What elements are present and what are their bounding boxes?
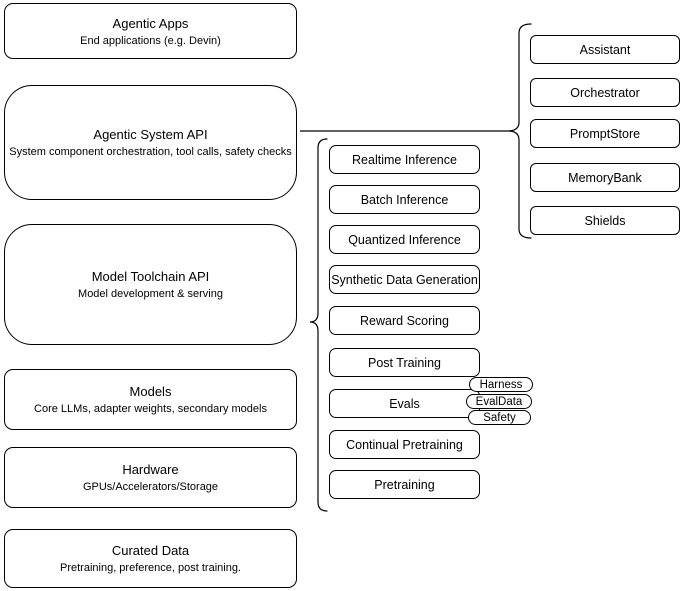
node-hardware: Hardware GPUs/Accelerators/Storage <box>4 447 297 508</box>
node-subtitle: Pretraining, preference, post training. <box>60 562 241 574</box>
node-batch-inference: Batch Inference <box>329 185 480 214</box>
node-title: Agentic System API <box>93 127 208 142</box>
node-reward-scoring: Reward Scoring <box>329 306 480 335</box>
node-label: PromptStore <box>569 126 641 141</box>
node-subtitle: Core LLMs, adapter weights, secondary mo… <box>34 403 267 415</box>
node-title: Agentic Apps <box>112 15 189 31</box>
node-promptstore: PromptStore <box>530 119 680 148</box>
node-pretraining: Pretraining <box>329 470 480 499</box>
node-curated-data: Curated Data Pretraining, preference, po… <box>4 529 297 588</box>
node-title: Hardware <box>122 462 179 477</box>
node-agentic-apps: Agentic Apps End applications (e.g. Devi… <box>4 3 297 59</box>
tag-evaldata: EvalData <box>466 394 532 409</box>
tag-harness: Harness <box>469 377 533 392</box>
node-subtitle: Model development & serving <box>78 288 223 300</box>
node-synthetic-data-generation: Synthetic Data Generation <box>329 265 480 294</box>
node-label: Reward Scoring <box>360 313 449 328</box>
node-realtime-inference: Realtime Inference <box>329 145 480 174</box>
toolchain-brace <box>309 138 328 512</box>
node-title: Model Toolchain API <box>91 269 210 284</box>
node-post-training: Post Training <box>329 348 480 377</box>
node-subtitle: GPUs/Accelerators/Storage <box>82 481 219 493</box>
node-assistant: Assistant <box>530 35 680 64</box>
node-label: Shields <box>584 213 626 228</box>
node-label: Batch Inference <box>360 192 449 207</box>
node-title: Curated Data <box>111 543 190 558</box>
tag-label: Safety <box>483 411 516 424</box>
node-label: Evals <box>389 396 420 411</box>
node-memorybank: MemoryBank <box>530 163 680 192</box>
node-label: Quantized Inference <box>348 232 461 247</box>
node-quantized-inference: Quantized Inference <box>329 225 480 254</box>
node-agentic-system-api: Agentic System API System component orch… <box>4 85 297 200</box>
node-label: Pretraining <box>374 477 435 492</box>
node-label: Synthetic Data Generation <box>331 272 478 287</box>
components-brace <box>507 23 532 239</box>
node-model-toolchain-api: Model Toolchain API Model development & … <box>4 224 297 345</box>
node-label: MemoryBank <box>568 170 642 185</box>
node-orchestrator: Orchestrator <box>530 78 680 107</box>
tag-label: EvalData <box>475 395 523 408</box>
tag-safety: Safety <box>468 410 531 425</box>
node-subtitle: System component orchestration, tool cal… <box>9 146 292 158</box>
node-shields: Shields <box>530 206 680 235</box>
tag-label: Harness <box>479 378 523 391</box>
node-label: Post Training <box>368 355 441 370</box>
node-label: Orchestrator <box>570 85 640 100</box>
node-models: Models Core LLMs, adapter weights, secon… <box>4 369 297 430</box>
node-subtitle: End applications (e.g. Devin) <box>80 34 221 47</box>
node-label: Assistant <box>579 42 631 57</box>
node-evals: Evals <box>329 389 480 418</box>
node-title: Models <box>129 384 172 399</box>
node-continual-pretraining: Continual Pretraining <box>329 430 480 459</box>
node-label: Continual Pretraining <box>346 437 463 452</box>
node-label: Realtime Inference <box>352 152 457 167</box>
